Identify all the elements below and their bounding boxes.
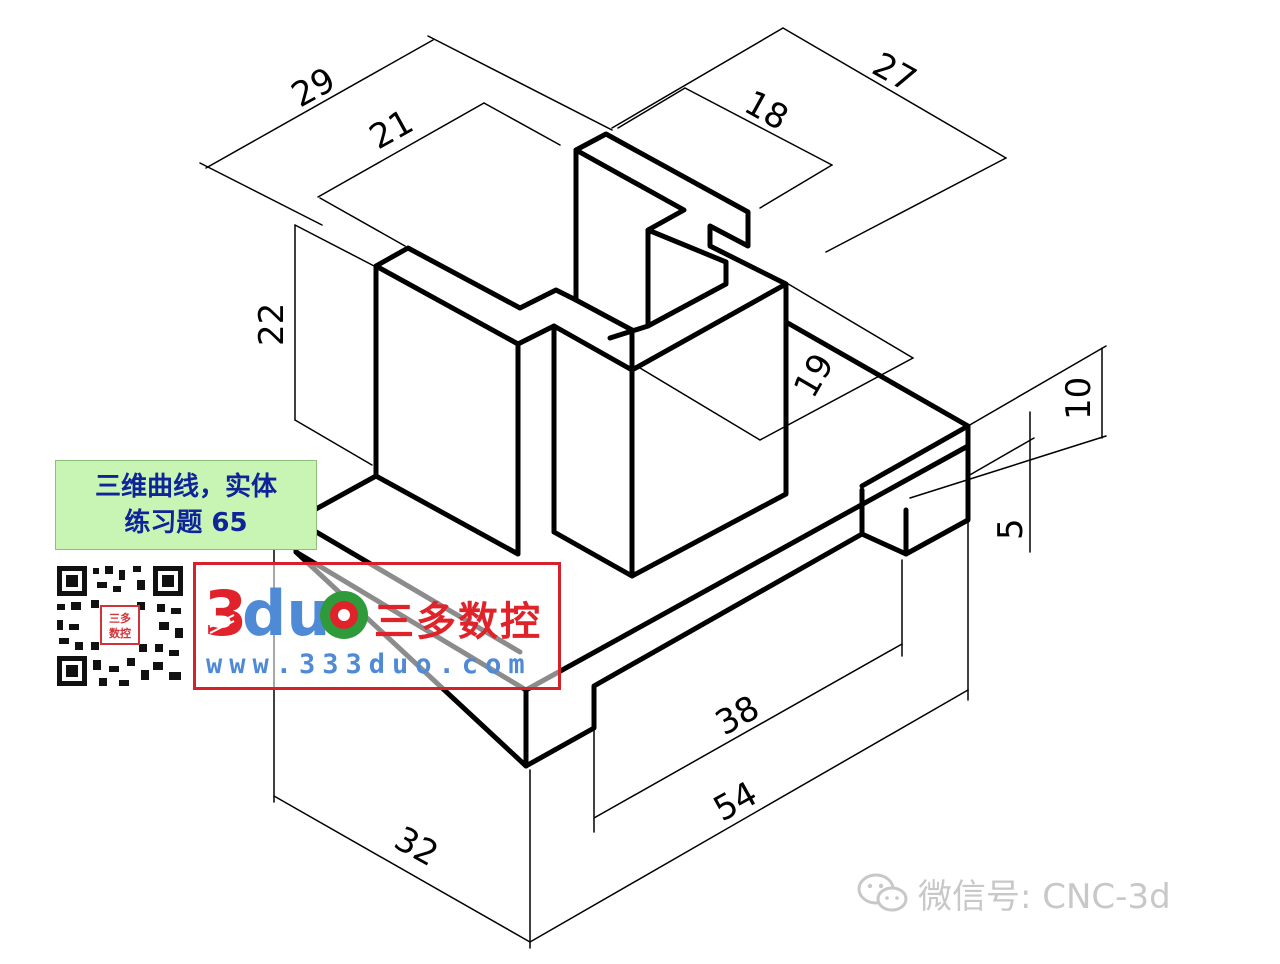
dim-54-label: 54 — [707, 774, 764, 830]
dim-27-line — [782, 27, 1007, 159]
dim-32-line — [273, 795, 531, 943]
exercise-title-line1: 三维曲线，实体 — [94, 472, 277, 502]
dim-10-ext-bottom — [909, 435, 1107, 499]
dim-18-ext-right — [759, 164, 833, 209]
exercise-title-box: 三维曲线，实体 练习题 65 — [55, 460, 317, 550]
wechat-icon — [857, 873, 908, 912]
brand-logo-icon: 3 du — [204, 579, 368, 645]
wechat-watermark: 微信号: CNC-3d — [856, 868, 1171, 918]
dim-27-ext-right — [825, 157, 1007, 253]
dim-18-label: 18 — [738, 83, 795, 139]
base-slot — [523, 487, 909, 769]
dim-29-ext-right — [427, 35, 613, 131]
dim-21-label: 21 — [363, 102, 420, 158]
dim-27-ext-left — [611, 27, 784, 129]
dim-38-line — [593, 643, 903, 819]
svg-text:du: du — [242, 579, 331, 645]
dim-19-ext-top — [784, 281, 914, 359]
right-block — [551, 131, 789, 579]
dim-10-label: 10 — [1059, 377, 1099, 420]
dim-54-line — [529, 689, 969, 943]
brand-banner: 3 du 三多数控 www.333duo.com — [193, 562, 561, 690]
dim-38-label: 38 — [709, 688, 766, 744]
dim-21-ext-right — [483, 102, 561, 146]
dim-29-line — [205, 39, 434, 169]
brand-name: 三多数控 — [374, 599, 542, 645]
dim-18-ext-left — [617, 87, 686, 129]
dim-5-ext — [967, 437, 1035, 477]
dim-10-ext-top — [967, 345, 1107, 427]
channel-inner — [573, 147, 729, 373]
svg-text:3: 3 — [204, 579, 247, 645]
qr-code-icon: 三多 数控 — [53, 562, 187, 690]
dim-5-label: 5 — [991, 518, 1031, 540]
left-block — [373, 245, 579, 557]
dim-21-line — [317, 102, 485, 198]
dim-18-line — [684, 87, 833, 166]
brand-url: www.333duo.com — [206, 649, 532, 680]
dim-29-label: 29 — [285, 60, 342, 116]
dim-22-ext-top — [294, 224, 379, 269]
dim-29-ext-left — [199, 162, 323, 226]
wechat-id-label: 微信号: CNC-3d — [918, 876, 1171, 917]
dim-21-ext-left — [319, 197, 406, 247]
dim-27-label: 27 — [866, 45, 923, 101]
svg-text:数控: 数控 — [109, 626, 131, 640]
dim-19-ext-bottom — [639, 367, 761, 441]
dim-19-label: 19 — [786, 347, 842, 404]
exercise-title-line2: 练习题 65 — [124, 508, 248, 538]
dim-22-label: 22 — [252, 303, 292, 346]
dim-22-ext-bottom — [294, 419, 373, 466]
svg-text:三多: 三多 — [109, 611, 131, 625]
